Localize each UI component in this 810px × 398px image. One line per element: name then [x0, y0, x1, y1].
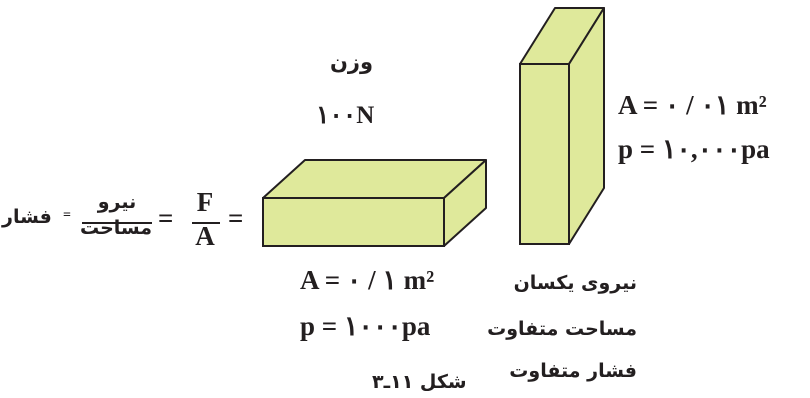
flat-block-pressure: p = ۱۰۰۰pa	[300, 311, 431, 341]
note-same-force: نیروی یکسان	[513, 272, 637, 294]
formula-symbol-fraction-bar	[192, 222, 220, 224]
formula-word-pressure: فشار	[2, 206, 52, 228]
formula-trailing-equals: =	[228, 203, 244, 233]
tall-block	[519, 7, 605, 245]
formula-denominator-area: مساحت	[79, 217, 152, 239]
flat-block	[262, 159, 487, 247]
weight-label: وزن	[330, 50, 374, 74]
formula-denominator-A: A	[195, 221, 215, 251]
tall-block-pressure: p = ۱۰,۰۰۰pa	[618, 134, 770, 164]
formula-fraction-bar	[82, 222, 152, 224]
figure-caption: شکل ۱۱ـ۳	[372, 371, 467, 393]
formula-equals-sign: =	[158, 203, 174, 233]
tall-block-area: A = ۰ / ۰۱ m²	[618, 90, 767, 120]
flat-block-area: A = ۰ / ۱ m²	[300, 265, 435, 295]
formula-numerator-F: F	[196, 187, 214, 217]
flat-block-front-face	[262, 197, 445, 247]
formula-word-equals: =	[63, 208, 71, 223]
tall-block-front-face	[519, 63, 570, 245]
note-different-area: مساحت متفاوت	[487, 318, 637, 340]
formula-numerator-force: نیرو	[97, 191, 137, 213]
weight-value: ۱۰۰N	[316, 102, 375, 129]
formula-word-fraction: نیرو مساحت	[79, 189, 152, 241]
note-different-pressure: فشار متفاوت	[509, 360, 637, 382]
formula-symbol-fraction: F A	[190, 185, 220, 253]
